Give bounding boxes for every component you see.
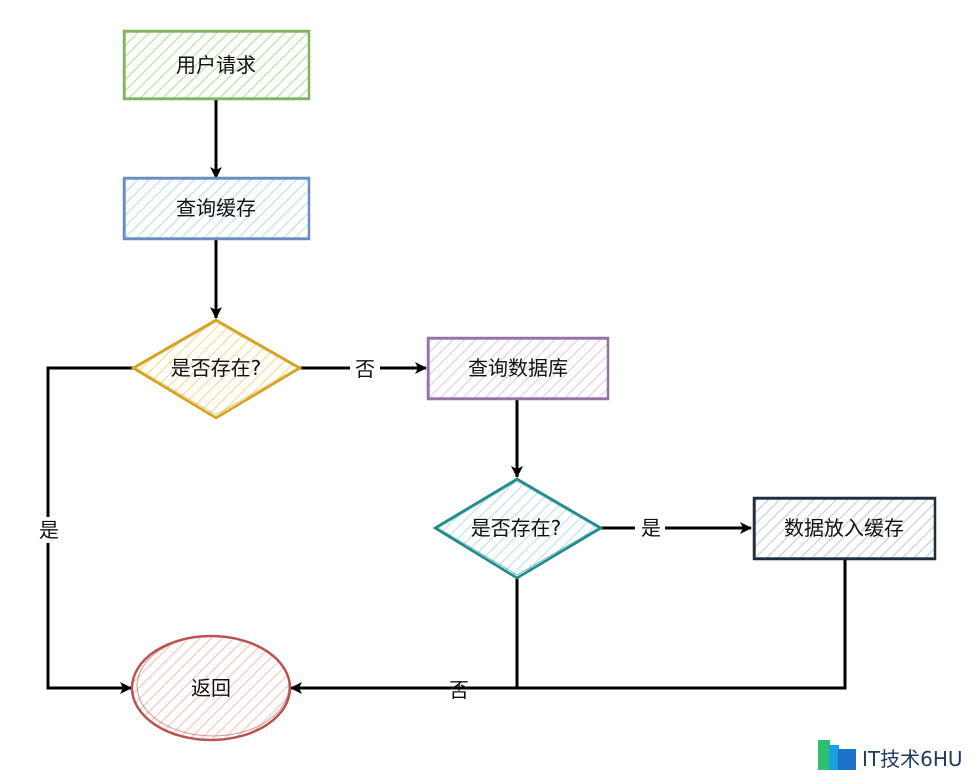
edge-put-cache-to-return	[517, 560, 847, 690]
node-db-exists-label: 是否存在?	[471, 516, 562, 540]
node-user-request-label: 用户请求	[176, 53, 256, 77]
edge-label-cache-no: 否	[355, 357, 375, 381]
edge-label-db-no: 否	[449, 678, 469, 702]
edge-label-cache-yes: 是	[39, 518, 59, 542]
edge-decision2-no-to-return	[290, 578, 519, 694]
node-put-cache-label: 数据放入缓存	[784, 516, 904, 540]
edges	[46, 100, 847, 694]
node-cache-exists-decision: 是否存在?	[130, 318, 303, 420]
watermark-logo-icon	[818, 740, 856, 770]
edge-label-db-yes: 是	[641, 516, 661, 540]
node-query-db: 查询数据库	[426, 336, 610, 401]
node-user-request: 用户请求	[122, 29, 311, 101]
node-return: 返回	[130, 634, 292, 742]
node-query-cache-label: 查询缓存	[176, 196, 256, 220]
node-query-cache: 查询缓存	[122, 176, 311, 241]
edge-labels: 否 是 是 否	[35, 355, 665, 702]
node-db-exists-decision: 是否存在?	[432, 477, 604, 580]
node-put-cache: 数据放入缓存	[752, 496, 937, 561]
watermark-text: IT技术6HU	[862, 747, 963, 771]
watermark: IT技术6HU	[818, 740, 963, 771]
node-return-label: 返回	[191, 676, 231, 700]
node-cache-exists-label: 是否存在?	[171, 356, 262, 380]
node-query-db-label: 查询数据库	[468, 356, 568, 380]
